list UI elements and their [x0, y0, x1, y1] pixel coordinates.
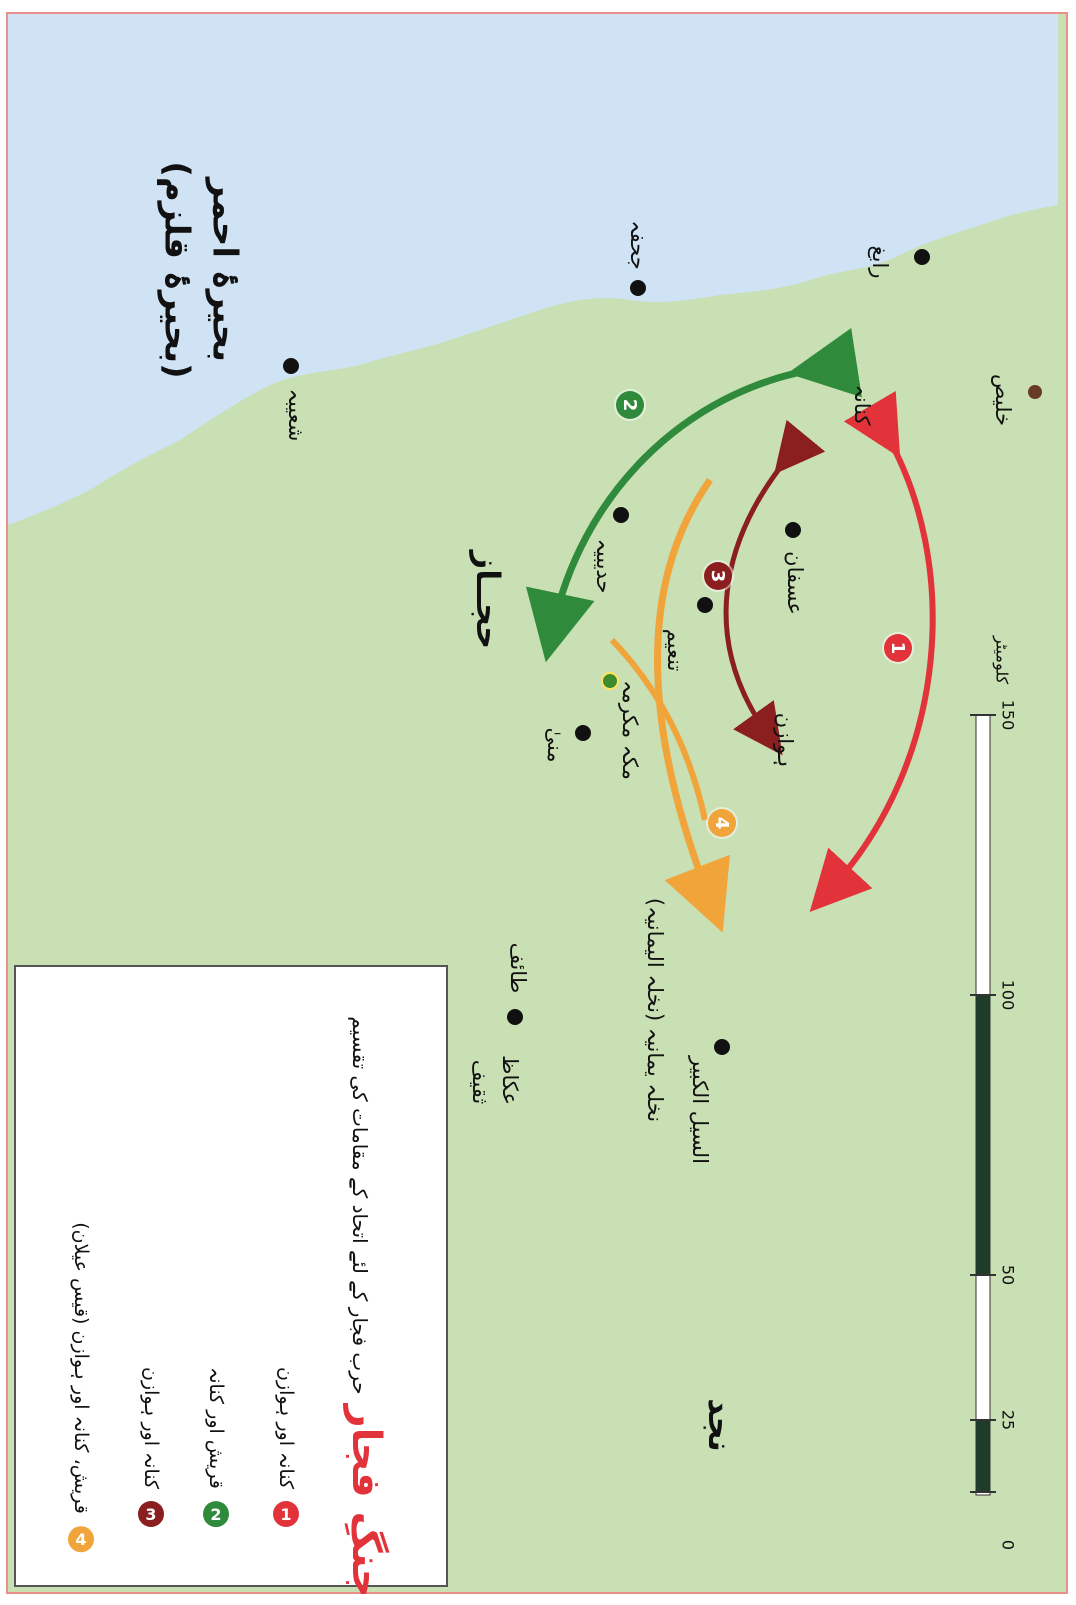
sea-label-alt: (بحیرۂ قلزم) — [157, 161, 197, 379]
place-usfan: عسفان — [783, 551, 807, 615]
place-thaqif: ثقیف — [468, 1059, 492, 1105]
scale-tick-150: 150 — [998, 699, 1018, 731]
legend-label-3: کنانہ اور ہوازن — [140, 1366, 162, 1490]
place-shuaiba: شعیبہ — [284, 388, 308, 442]
legend-box: جنگِ فجار حرب فجار کے لئے اتحاد کے مقاما… — [14, 965, 448, 1598]
city-dot-juhfa — [630, 280, 646, 296]
legend-badge-1: 1 — [273, 1501, 299, 1528]
place-makkah: مکہ مکرمہ — [618, 680, 642, 780]
region-label-najd: نجد — [701, 1398, 739, 1452]
route-4-arrow-a — [654, 477, 730, 933]
place-tanim: تنعیم — [663, 628, 687, 672]
place-taif: طائف — [506, 942, 530, 994]
scale-tick-100: 100 — [998, 979, 1018, 1011]
city-dot-mina — [575, 725, 591, 741]
legend-item-3: 3 کنانہ اور ہوازن — [138, 1366, 164, 1528]
scale-bar — [970, 714, 996, 1496]
legend-badge-3: 3 — [138, 1501, 164, 1528]
route-marker-2: 2 — [616, 391, 644, 419]
place-nakhla: نخلہ یمانیہ (نخلہ الیمانیہ) — [643, 897, 667, 1123]
place-sail-kabir: السیل الکبیر — [688, 1056, 712, 1164]
scale-tick-0: 0 — [998, 1539, 1018, 1551]
route-marker-3: 3 — [704, 562, 732, 590]
scale-unit: کلومیٹر — [992, 635, 1012, 685]
legend-item-1: 1 کنانہ اور ہوازن — [273, 1366, 299, 1528]
city-dot-shuaiba — [283, 358, 299, 374]
city-dot-makkah — [601, 672, 619, 690]
legend-subtitle: حرب فجار کے لئے اتحاد کے مقامات کی تقسیم — [348, 1016, 372, 1395]
islands — [907, 162, 1017, 199]
route-2-arrow — [526, 328, 862, 663]
legend-item-4: 4 قریش، کنانہ اور ہوازن (قیس عیلان) — [68, 1222, 94, 1552]
legend-label-1: کنانہ اور ہوازن — [275, 1366, 297, 1490]
place-kinana: کنانہ — [850, 384, 874, 426]
sea-label-main: بحیرۂ احمر — [204, 177, 245, 363]
city-dot-tanim — [697, 597, 713, 613]
city-dot-khulais — [1028, 385, 1042, 399]
place-mina: منیٰ — [543, 727, 567, 763]
red-sea — [8, 14, 1058, 525]
legend-title: جنگِ فجار حرب فجار کے لئے اتحاد کے مقاما… — [343, 1016, 389, 1597]
place-juhfa: جحفہ — [626, 220, 650, 270]
legend-badge-4: 4 — [68, 1525, 94, 1552]
city-dot-hudaibiya — [613, 507, 629, 523]
route-marker-4: 4 — [708, 809, 736, 837]
city-dot-sail — [714, 1039, 730, 1055]
sea-label: بحیرۂ احمر (بحیرۂ قلزم) — [152, 161, 247, 378]
place-ukaz: عکاظ — [498, 1055, 522, 1105]
legend-item-2: 2 قریش اور کنانہ — [203, 1367, 229, 1527]
region-label-hejaz: حجــاز — [469, 550, 507, 650]
place-khulais: خلیص — [991, 374, 1015, 426]
scale-tick-25: 25 — [998, 1409, 1018, 1431]
city-dot-usfan — [785, 522, 801, 538]
city-dot-taif — [507, 1009, 523, 1025]
route-1-arrow — [809, 390, 936, 913]
page-frame — [6, 12, 1068, 1594]
route-marker-1: 1 — [884, 634, 912, 662]
place-hawazin: ہوازن — [773, 712, 797, 768]
scale-tick-50: 50 — [998, 1264, 1018, 1286]
place-rabigh: رابغ — [868, 245, 892, 279]
route-3-arrow — [723, 419, 826, 756]
city-dot-rabigh — [914, 249, 930, 265]
legend-label-2: قریش اور کنانہ — [205, 1367, 227, 1489]
legend-title-main: جنگِ فجار — [343, 1404, 389, 1598]
route-4-arrow-b — [609, 637, 708, 821]
legend-badge-2: 2 — [203, 1500, 229, 1527]
place-hudaibiya: حدیبیہ — [592, 538, 616, 594]
legend-label-4: قریش، کنانہ اور ہوازن (قیس عیلان) — [70, 1222, 92, 1514]
